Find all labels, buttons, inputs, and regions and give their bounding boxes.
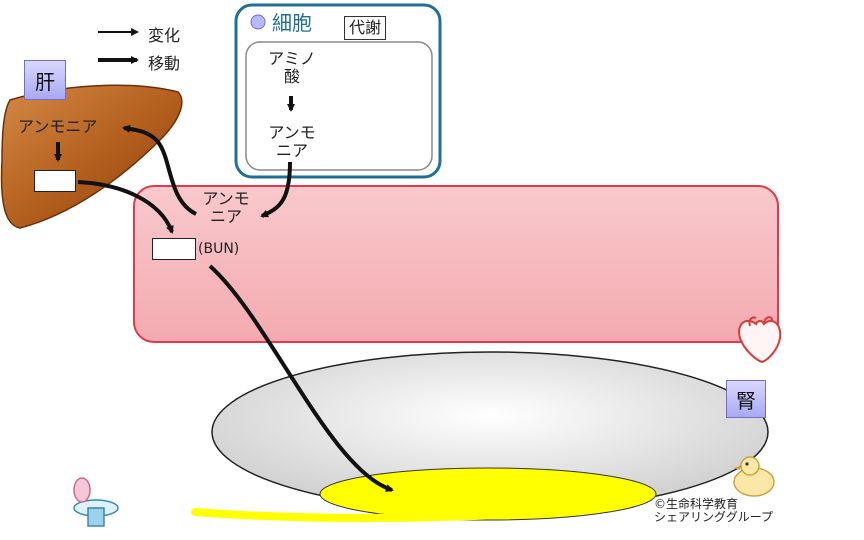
urine-stream [191, 508, 564, 522]
blood-bun-box [152, 238, 196, 260]
blood-to-liver-arrow [122, 124, 198, 216]
kidney-tag: 腎 [726, 380, 766, 418]
blood-vessel [133, 185, 779, 343]
liver-ammonia-label: アンモニア [18, 117, 98, 136]
cell-amino-acid-label: アミノ 酸 [268, 49, 316, 86]
blood-ammonia-label: アンモ ニア [202, 189, 250, 226]
heart-icon [738, 316, 782, 364]
cell-bullet-icon [250, 14, 266, 30]
cell-to-blood-arrow [260, 161, 292, 218]
urine-pool [319, 467, 657, 521]
cell-inner-box [245, 41, 433, 171]
liver-tag: 肝 [24, 60, 66, 100]
liver-to-blood-arrow [77, 180, 174, 234]
legend-move-label: 移動 [148, 54, 181, 73]
toilet-icon [73, 477, 119, 527]
chick-icon [733, 456, 775, 497]
cell-metabolism-tag: 代謝 [344, 16, 387, 40]
liver-product-box [34, 170, 76, 192]
cell-title: 細胞 [272, 11, 312, 35]
bun-label: (BUN) [198, 241, 240, 257]
blood-to-kidney-arrow [208, 264, 394, 492]
liver [0, 84, 183, 229]
legend-change-label: 変化 [148, 26, 181, 45]
credit-text: ©生命科学教育 シェアリンググループ [654, 497, 774, 525]
cell-ammonia-label: アンモ ニア [268, 123, 316, 160]
